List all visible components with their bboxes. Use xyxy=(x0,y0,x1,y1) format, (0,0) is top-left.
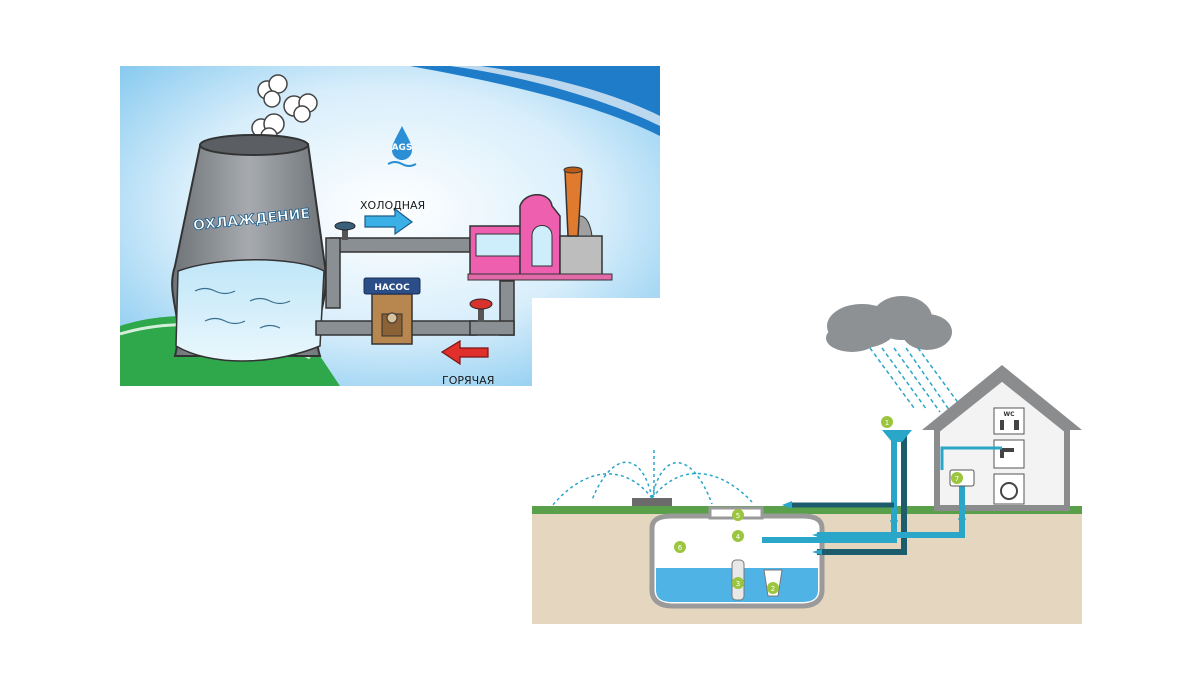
rain-cloud xyxy=(826,296,952,352)
man-icon xyxy=(1000,420,1004,430)
rainwater-system-illustration: WC xyxy=(532,290,1082,624)
rain xyxy=(870,348,962,414)
woman-icon xyxy=(1014,420,1019,430)
cold-pipe-vertical xyxy=(326,238,340,308)
hot-pipe-joint xyxy=(470,321,514,335)
pump-label: НАСОС xyxy=(374,283,410,293)
svg-text:1: 1 xyxy=(885,419,889,427)
tower-water xyxy=(176,260,324,361)
gutter-filter xyxy=(882,430,912,442)
svg-text:7: 7 xyxy=(955,475,959,483)
svg-text:3: 3 xyxy=(736,580,740,588)
rainwater-system-svg: WC xyxy=(532,290,1082,624)
tap-panel xyxy=(994,440,1024,468)
hot-label: ГОРЯЧАЯ xyxy=(442,374,494,386)
svg-text:4: 4 xyxy=(736,533,741,541)
svg-text:2: 2 xyxy=(771,585,775,593)
washer-panel xyxy=(994,474,1024,504)
wc-label: WC xyxy=(1003,411,1015,418)
tower-rim xyxy=(200,135,308,155)
cold-pipe xyxy=(330,238,470,252)
logo-text: AGS xyxy=(392,143,413,153)
sprinkler-bed xyxy=(632,498,672,506)
sprinkler-spray xyxy=(552,450,752,506)
svg-text:5: 5 xyxy=(736,512,740,520)
cold-label: ХОЛОДНАЯ xyxy=(360,199,425,212)
svg-text:6: 6 xyxy=(678,544,683,552)
wc-panel: WC xyxy=(994,408,1024,434)
